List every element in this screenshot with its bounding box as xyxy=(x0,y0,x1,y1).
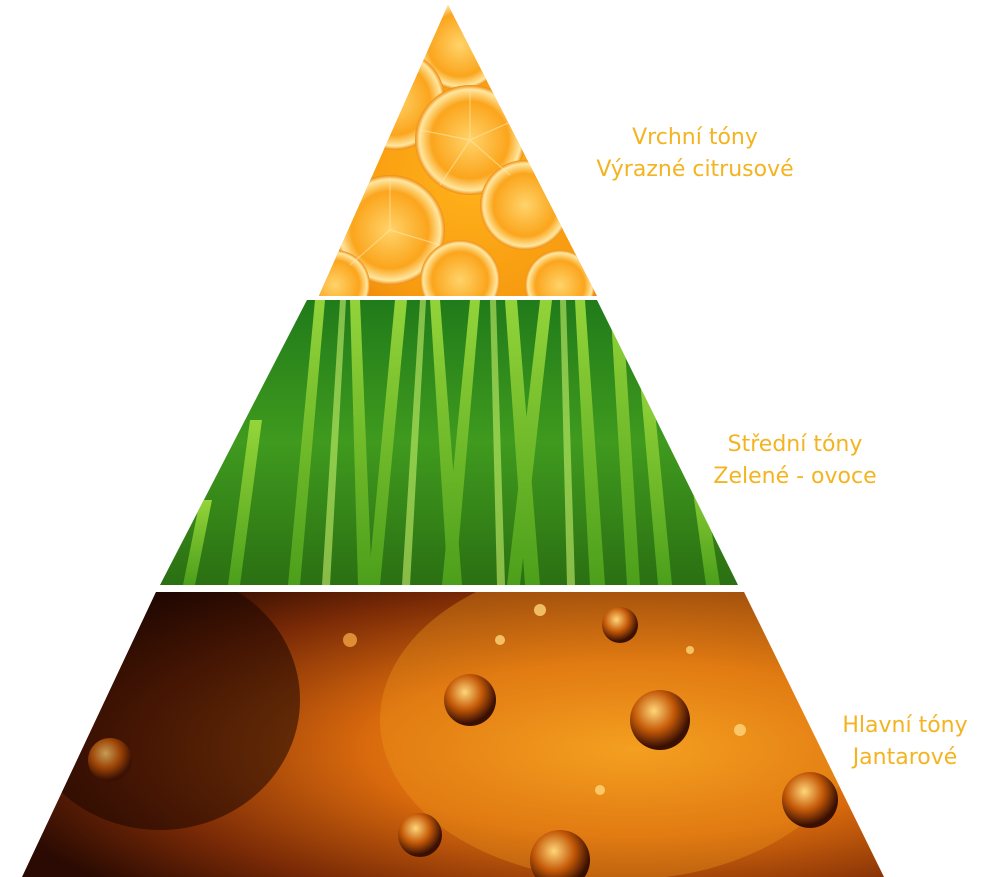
base-layer-amber-bubbles xyxy=(10,560,900,877)
middle-notes-title: Střední tóny xyxy=(680,429,910,461)
top-notes-subtitle: Výrazné citrusové xyxy=(560,154,830,186)
base-notes-label: Hlavní tóny Jantarové xyxy=(820,710,990,774)
middle-layer-green-grass xyxy=(150,295,750,590)
top-notes-label: Vrchní tóny Výrazné citrusové xyxy=(560,122,830,186)
middle-notes-label: Střední tóny Zelené - ovoce xyxy=(680,429,910,493)
top-notes-title: Vrchní tóny xyxy=(560,122,830,154)
layer-separator xyxy=(300,296,610,300)
base-notes-subtitle: Jantarové xyxy=(820,742,990,774)
middle-notes-subtitle: Zelené - ovoce xyxy=(680,461,910,493)
layer-separator xyxy=(150,585,750,592)
base-notes-title: Hlavní tóny xyxy=(820,710,990,742)
